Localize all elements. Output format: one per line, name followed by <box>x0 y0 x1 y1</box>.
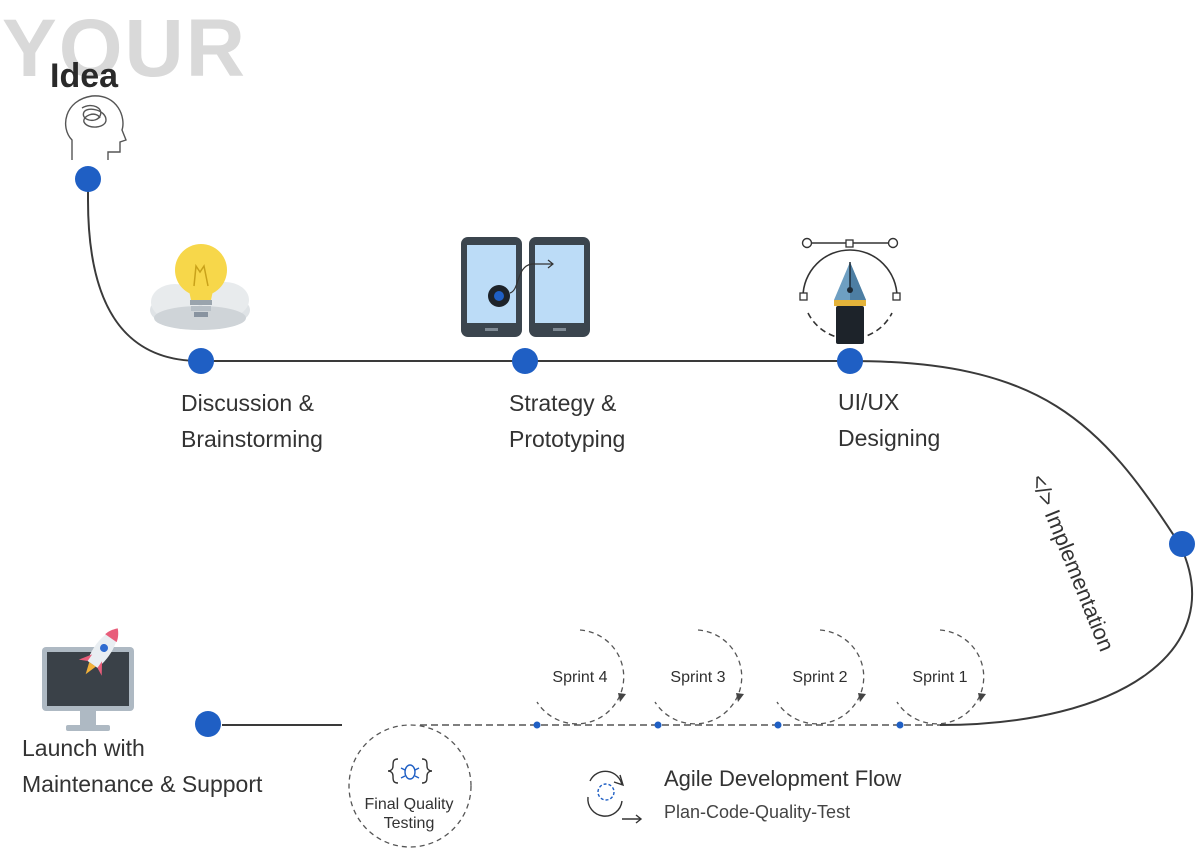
sprint-dot <box>774 721 782 729</box>
agile-subtitle: Plan-Code-Quality-Test <box>664 802 851 822</box>
sprint-label-3: Sprint 3 <box>670 669 726 686</box>
final-testing-label: Final Quality Testing <box>364 796 454 832</box>
watermark-your: YOUR <box>2 3 247 94</box>
cycle-icon <box>587 770 643 824</box>
launch-label: Launch with Maintenance & Support <box>22 735 263 797</box>
idea-title: Idea <box>50 57 119 95</box>
stage-label-strategy: Strategy & Prototyping <box>509 390 626 452</box>
sprint-1-circle <box>896 629 986 725</box>
stage-label-uiux: UI/UX Designing <box>838 389 941 451</box>
sprint-4-circle <box>536 629 626 725</box>
sprint-2-circle <box>776 629 866 725</box>
node-uiux <box>837 348 863 374</box>
monitor-rocket-icon <box>42 628 134 731</box>
node-idea <box>75 166 101 192</box>
sprint-label-4: Sprint 4 <box>552 669 608 686</box>
agile-title: Agile Development Flow <box>664 766 902 791</box>
sprint-label-1: Sprint 1 <box>912 669 968 686</box>
roadmap-path <box>87 180 1193 726</box>
testing-circle <box>348 724 472 848</box>
node-launch <box>195 711 221 737</box>
sprint-dot <box>654 721 662 729</box>
sprint-dot <box>533 721 541 729</box>
stage-label-discussion: Discussion & Brainstorming <box>181 390 323 452</box>
bug-code-icon <box>387 758 433 784</box>
pen-tool-icon <box>799 237 901 344</box>
node-strategy <box>512 348 538 374</box>
sprint-3-circle <box>654 629 744 725</box>
phones-prototype-icon <box>461 237 590 337</box>
sprint-dot <box>896 721 904 729</box>
sprint-label-2: Sprint 2 <box>792 669 848 686</box>
head-idea-icon <box>64 95 127 160</box>
node-implementation <box>1169 531 1195 557</box>
lightbulb-cloud-icon <box>150 244 250 330</box>
node-discussion <box>188 348 214 374</box>
